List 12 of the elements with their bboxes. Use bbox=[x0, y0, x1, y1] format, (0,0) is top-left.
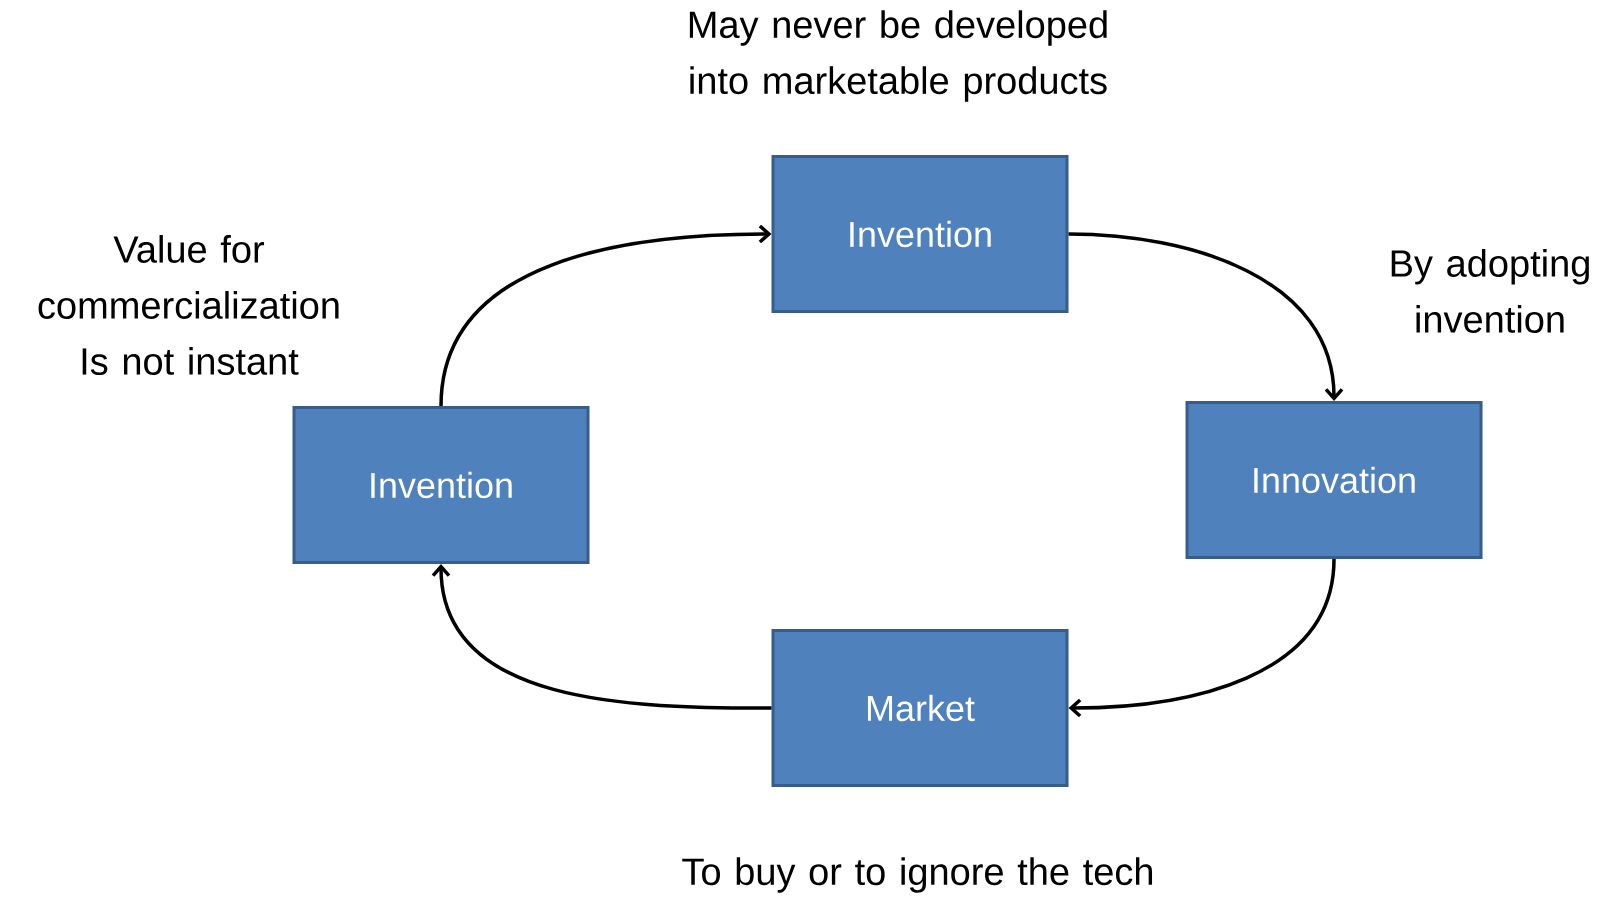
arrow bbox=[439, 224, 772, 407]
annotation-text: Value for commercialization Is not instant bbox=[38, 235, 339, 375]
annotation-text: May never be developed into marketable products bbox=[689, 10, 1107, 102]
process-box: Invention bbox=[292, 406, 590, 564]
arrow bbox=[1068, 558, 1336, 718]
process-box: Invention bbox=[771, 155, 1069, 313]
annotation-text: By adopting invention bbox=[1391, 249, 1589, 333]
process-box: Market bbox=[771, 629, 1069, 787]
process-box: Innovation bbox=[1185, 401, 1483, 559]
arrow bbox=[431, 564, 772, 710]
arrow bbox=[1068, 232, 1344, 401]
annotation-text: To buy or to ignore the tech bbox=[682, 857, 1153, 893]
